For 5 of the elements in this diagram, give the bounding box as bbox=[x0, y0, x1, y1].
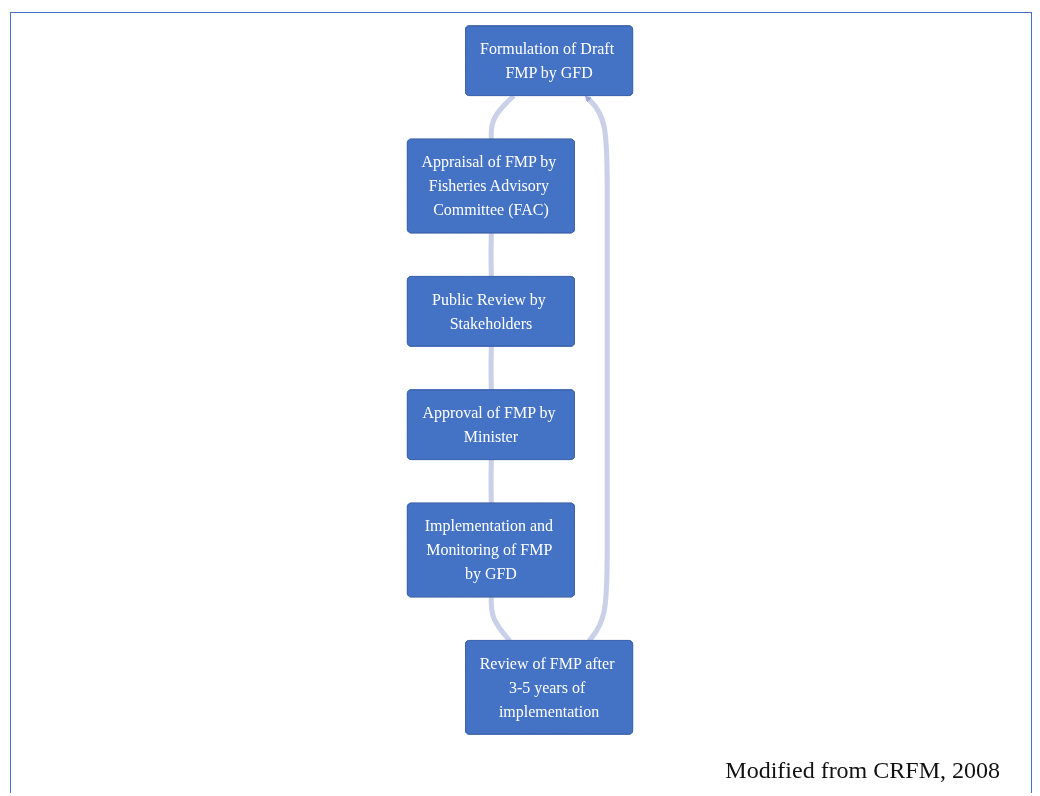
connector bbox=[488, 233, 494, 277]
connector bbox=[488, 94, 516, 140]
caption: Modified from CRFM, 2008 bbox=[725, 757, 1000, 784]
connector bbox=[488, 459, 494, 504]
connector bbox=[488, 346, 494, 391]
